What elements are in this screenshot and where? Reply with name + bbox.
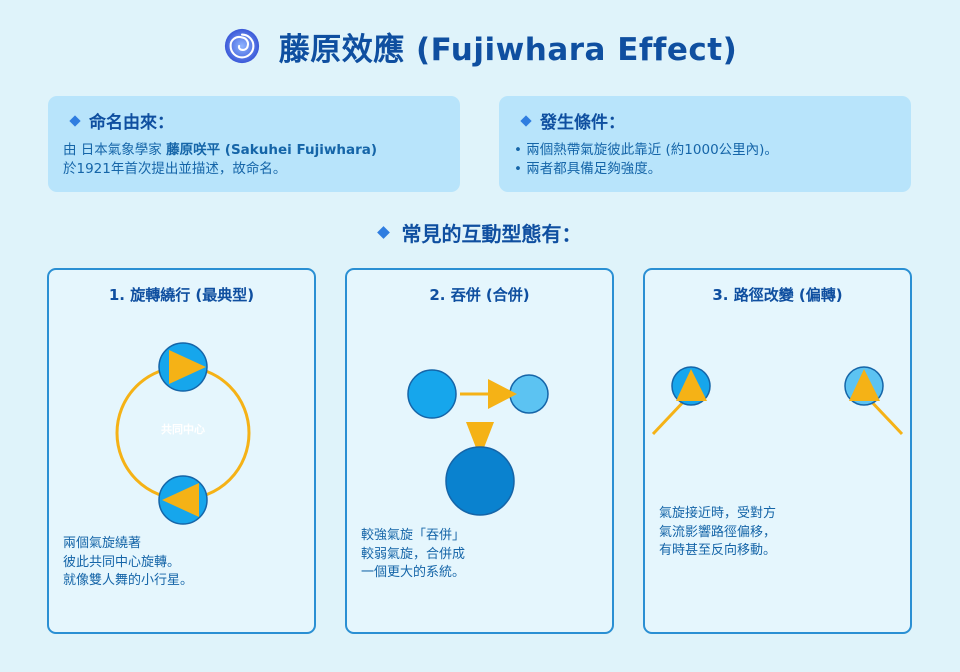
center-label: 共同中心 [161, 422, 205, 436]
diamond-bullet-icon [69, 114, 81, 127]
page-header: 藤原效應 (Fujiwhara Effect) [0, 22, 960, 70]
rotation-diagram: 共同中心 [115, 342, 251, 525]
card-merger: 2. 吞併 (合併) 較強氣旋「吞併」 較弱氣旋，合併成 一個更大的系統。 [345, 268, 614, 634]
arrow-up-icon [849, 369, 880, 401]
conditions-heading: 發生條件： [540, 113, 625, 133]
arrow-right-icon [488, 379, 517, 409]
desc-line: 就像雙人舞的小行星。 [63, 573, 194, 588]
merger-diagram [407, 369, 549, 516]
condition-item: • 兩個熱帶氣旋彼此靠近 (約1000公里內)。 [514, 142, 778, 158]
desc-line: 有時甚至反向移動。 [659, 543, 777, 558]
desc-line: 兩個氣旋繞著 [63, 536, 142, 551]
strong-cyclone [407, 369, 457, 419]
desc-line: 氣流影響路徑偏移， [659, 524, 777, 540]
naming-box: 命名由來： 由 日本氣象學家 藤原咲平 (Sakuhei Fujiwhara) … [48, 96, 460, 192]
card-title: 3. 路徑改變 (偏轉) [712, 286, 843, 304]
conditions-box: 發生條件： • 兩個熱帶氣旋彼此靠近 (約1000公里內)。 • 兩者都具備足夠… [499, 96, 911, 192]
track-left [651, 396, 689, 436]
deflection-diagram [651, 366, 904, 436]
card-description: 氣旋接近時，受對方 氣流影響路徑偏移， 有時甚至反向移動。 [659, 505, 776, 561]
section-heading: 常見的互動型態有： [0, 218, 960, 247]
naming-line-1: 由 日本氣象學家 藤原咲平 (Sakuhei Fujiwhara) [63, 141, 445, 160]
card-description: 較強氣旋「吞併」 較弱氣旋，合併成 一個更大的系統。 [361, 527, 465, 583]
card-rotation: 1. 旋轉繞行 (最典型) 共同中心 兩個氣旋繞著 彼此共同中心旋轉。 就像雙人… [47, 268, 316, 634]
card-title: 2. 吞併 (合併) [429, 286, 530, 304]
page-title: 藤原效應 (Fujiwhara Effect) [278, 31, 738, 68]
arrow-down-icon [466, 422, 494, 458]
card-deflection: 3. 路徑改變 (偏轉) 氣旋接近時，受對方 氣流影響路徑偏移， 有時甚至反向移… [643, 268, 912, 634]
arrow-right-icon [169, 350, 206, 384]
naming-heading: 命名由來： [89, 113, 174, 133]
merged-cyclone [445, 446, 515, 516]
card-description: 兩個氣旋繞著 彼此共同中心旋轉。 就像雙人舞的小行星。 [63, 535, 193, 591]
card-title: 1. 旋轉繞行 (最典型) [108, 286, 255, 304]
desc-line: 氣旋接近時，受對方 [659, 506, 777, 521]
condition-item: • 兩者都具備足夠強度。 [514, 161, 662, 177]
desc-line: 一個更大的系統。 [361, 565, 466, 580]
naming-prefix: 由 日本氣象學家 [63, 142, 167, 158]
track-right [866, 396, 904, 436]
arrow-left-icon [162, 483, 199, 517]
naming-line-2: 於1921年首次提出並描述，故命名。 [63, 161, 287, 177]
desc-line: 較弱氣旋，合併成 [361, 546, 466, 562]
diamond-bullet-icon [376, 226, 390, 239]
arrow-up-icon [676, 369, 707, 401]
diamond-bullet-icon [520, 114, 532, 127]
desc-line: 較強氣旋「吞併」 [361, 528, 466, 543]
cyclone-icon [224, 28, 259, 64]
desc-line: 彼此共同中心旋轉。 [63, 554, 181, 570]
section-heading-text: 常見的互動型態有： [401, 222, 582, 246]
scientist-name: 藤原咲平 (Sakuhei Fujiwhara) [166, 142, 378, 158]
